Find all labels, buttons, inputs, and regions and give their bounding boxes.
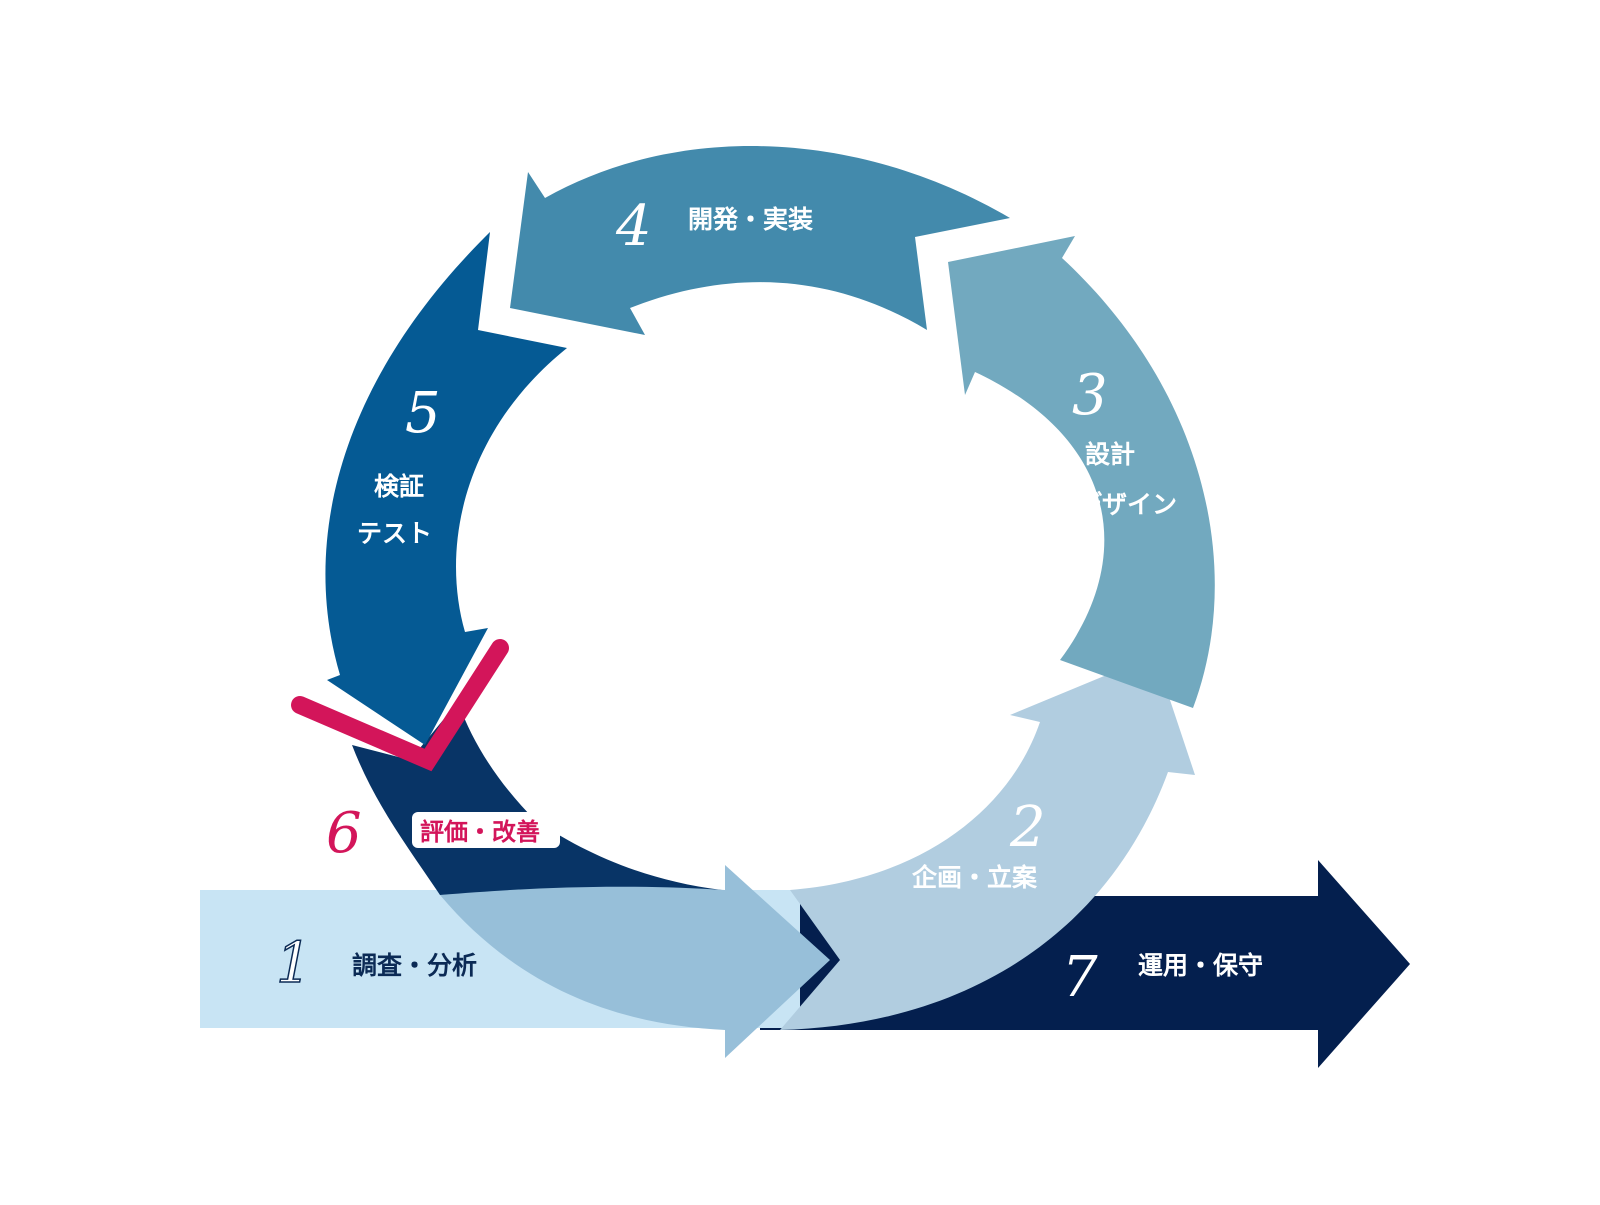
- step4-number: 4: [615, 194, 652, 259]
- step3-label-line2: デザイン: [1077, 490, 1177, 519]
- step3-label-line1: 設計: [1085, 440, 1135, 469]
- step7-label: 運用・保守: [1138, 951, 1263, 980]
- step3-number: 3: [1072, 363, 1108, 428]
- step2-number: 2: [1009, 795, 1046, 860]
- step6-number: 6: [326, 801, 362, 866]
- step1-label: 調査・分析: [352, 951, 477, 980]
- step6-label: 評価・改善: [420, 818, 540, 846]
- step5-label-line2: テスト: [357, 519, 432, 548]
- step7-number: 7: [1062, 945, 1098, 1010]
- step2-label: 企画・立案: [912, 863, 1038, 892]
- step2-arc-arrow: [780, 655, 1195, 1030]
- step5-number: 5: [405, 381, 441, 446]
- step1-number: 1: [276, 931, 312, 996]
- step6-label-badge: [412, 812, 560, 848]
- step1-arc-arrow: [440, 865, 830, 1058]
- step3-arc-arrow: [948, 236, 1215, 708]
- step5-label-line1: 検証: [374, 472, 424, 501]
- step4-label: 開発・実装: [688, 205, 813, 234]
- check-mark: [291, 639, 509, 772]
- step4-arc-arrow: [510, 146, 1010, 335]
- step5-arc-arrow: [325, 232, 567, 745]
